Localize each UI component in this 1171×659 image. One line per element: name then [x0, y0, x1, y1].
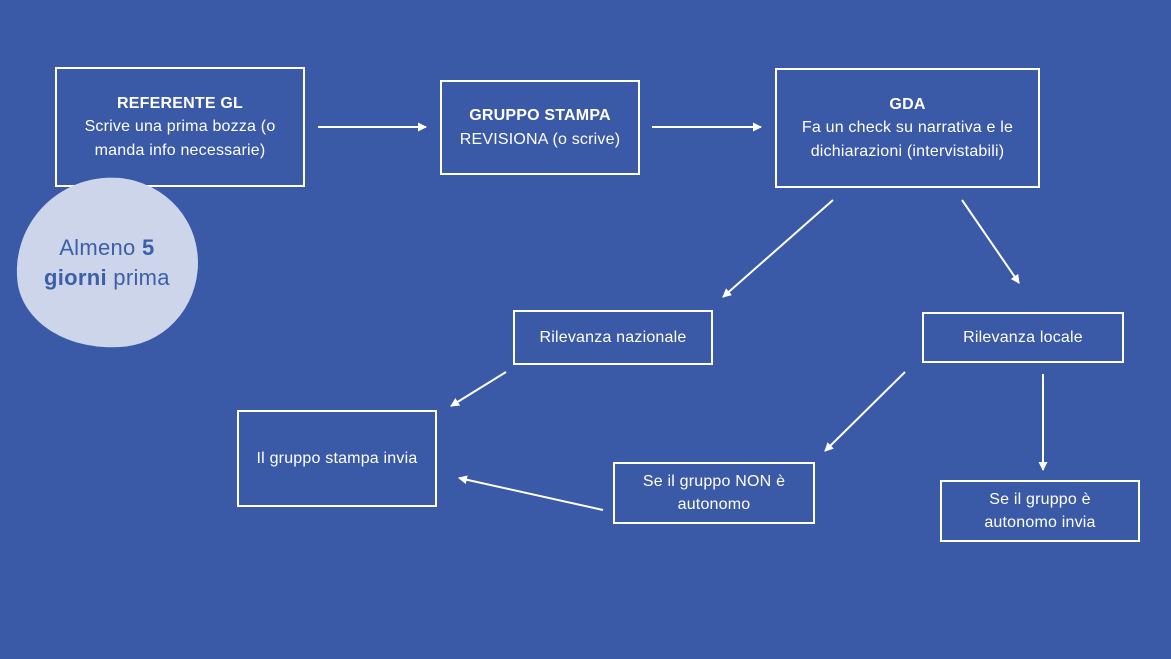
deadline-badge-text: Almeno 5 giorni prima: [44, 233, 170, 292]
node-gruppo-stampa-title: GRUPPO STAMPA: [469, 107, 611, 125]
node-rilevanza-nazionale-label: Rilevanza nazionale: [539, 328, 687, 346]
node-gda: GDA Fa un check su narrativa e le dichia…: [775, 68, 1040, 188]
node-rilevanza-nazionale: Rilevanza nazionale: [513, 310, 713, 365]
node-gruppo-autonomo-label: Se il gruppo è autonomo invia: [984, 490, 1096, 531]
node-referente-gl-title: REFERENTE GL: [117, 95, 243, 113]
node-gruppo-stampa-invia: Il gruppo stampa invia: [237, 410, 437, 507]
arrow-gda-to-locale: [961, 199, 1020, 284]
node-referente-gl-body: Scrive una prima bozza (o manda info nec…: [84, 118, 276, 159]
node-gruppo-stampa-body: REVISIONA (o scrive): [459, 130, 621, 148]
deadline-word-giorni: giorni: [44, 265, 107, 290]
arrow-nonautonomo-to-invia: [458, 475, 604, 511]
node-gda-body: Fa un check su narrativa e le dichiarazi…: [801, 119, 1014, 160]
node-gruppo-non-autonomo-label: Se il gruppo NON è autonomo: [642, 472, 786, 513]
deadline-badge: Almeno 5 giorni prima: [7, 168, 207, 358]
arrow-gda-to-nazionale: [722, 199, 834, 298]
node-gruppo-non-autonomo: Se il gruppo NON è autonomo: [613, 462, 815, 524]
node-rilevanza-locale: Rilevanza locale: [922, 312, 1124, 363]
node-gruppo-stampa: GRUPPO STAMPA REVISIONA (o scrive): [440, 80, 640, 175]
node-gruppo-autonomo: Se il gruppo è autonomo invia: [940, 480, 1140, 542]
deadline-word-almeno: Almeno: [59, 235, 136, 261]
deadline-badge-line1: Almeno 5: [44, 233, 170, 263]
node-gda-title: GDA: [889, 96, 926, 114]
node-rilevanza-locale-label: Rilevanza locale: [963, 328, 1083, 346]
arrow-locale-to-nonautonomo: [824, 371, 906, 452]
deadline-badge-line2: giorni prima: [44, 263, 170, 293]
deadline-word-prima: prima: [113, 265, 170, 290]
node-gruppo-stampa-invia-label: Il gruppo stampa invia: [256, 449, 418, 467]
arrow-nazionale-to-invia: [450, 371, 507, 407]
node-referente-gl: REFERENTE GL Scrive una prima bozza (o m…: [55, 67, 305, 187]
deadline-number: 5: [142, 235, 155, 261]
